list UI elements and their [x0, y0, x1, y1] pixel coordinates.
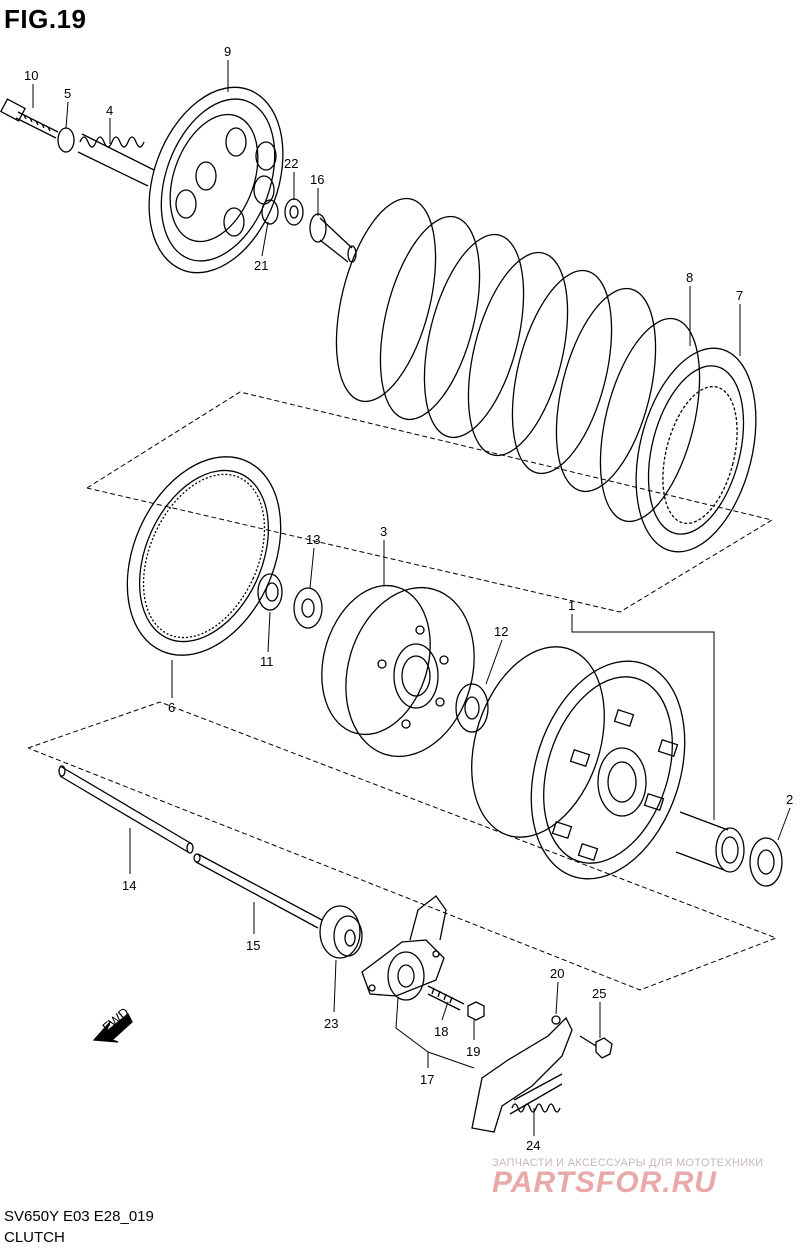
- callout-19: 19: [466, 1044, 480, 1059]
- callout-5: 5: [64, 86, 71, 101]
- housing-washer: [749, 837, 783, 887]
- clutch-push-rod-right: [193, 853, 323, 929]
- watermark-subtitle: ЗАПЧАСТИ И АКСЕССУАРЫ ДЛЯ МОТОТЕХНИКИ: [492, 1157, 764, 1169]
- adjusting-screw: [427, 985, 465, 1011]
- callout-9: 9: [224, 44, 231, 59]
- clutch-sleeve-hub-nut: [257, 573, 283, 611]
- callout-21: 21: [254, 258, 268, 273]
- clutch-spring: [77, 133, 155, 187]
- callout-10: 10: [24, 68, 38, 83]
- model-code: SV650Y E03 E28_019: [4, 1208, 154, 1225]
- bracket-bolt: [579, 1035, 613, 1059]
- callout-8: 8: [686, 270, 693, 285]
- callout-17: 17: [420, 1072, 434, 1087]
- driven-plate-inner: [662, 385, 738, 525]
- clutch-push-rod-left: [58, 765, 194, 854]
- return-spring: [509, 1073, 563, 1115]
- pressure-plate: [148, 86, 284, 274]
- push-piece: [309, 213, 357, 263]
- lock-nut: [467, 1001, 485, 1021]
- clutch-sleeve-hub: [321, 584, 475, 758]
- callout-25: 25: [592, 986, 606, 1001]
- callout-23: 23: [324, 1016, 338, 1031]
- upper-assembly-boundary: [86, 391, 774, 613]
- callout-15: 15: [246, 938, 260, 953]
- callout-12: 12: [494, 624, 508, 639]
- push-rod-oil-seal: [319, 905, 363, 959]
- callout-7: 7: [736, 288, 743, 303]
- callout-4: 4: [106, 103, 113, 118]
- callout-2: 2: [786, 792, 793, 807]
- callout-20: 20: [550, 966, 564, 981]
- callout-3: 3: [380, 524, 387, 539]
- callout-11: 11: [260, 654, 274, 669]
- primary-driven-gear-assy: [471, 646, 686, 880]
- clutch-spring-bolt: [0, 98, 59, 139]
- thrust-washer: [261, 199, 279, 225]
- callout-22: 22: [284, 156, 298, 171]
- lock-washer: [293, 587, 323, 629]
- callout-24: 24: [526, 1138, 540, 1153]
- spring-washer: [57, 127, 75, 153]
- release-bracket: [471, 1015, 573, 1133]
- housing-spacer: [675, 811, 745, 873]
- callout-13: 13: [306, 532, 320, 547]
- drive-plate-outer: [635, 347, 757, 553]
- forward-arrow-icon: [92, 1012, 133, 1043]
- release-bearing: [284, 198, 304, 226]
- hub-thrust-washer: [455, 683, 489, 733]
- callout-16: 16: [310, 172, 324, 187]
- clutch-plate-stack: [335, 197, 757, 553]
- callout-6: 6: [168, 700, 175, 715]
- watermark-brand: PARTSFOR.RU: [492, 1166, 717, 1199]
- group-name: CLUTCH: [4, 1229, 65, 1246]
- clutch-drive-plate: [126, 456, 282, 656]
- callout-14: 14: [122, 878, 136, 893]
- callout-18: 18: [434, 1024, 448, 1039]
- lower-assembly-boundary: [27, 701, 778, 991]
- clutch-release-assy: [361, 895, 447, 1001]
- callout-1: 1: [568, 598, 575, 613]
- figure-title: FIG.19: [4, 4, 87, 34]
